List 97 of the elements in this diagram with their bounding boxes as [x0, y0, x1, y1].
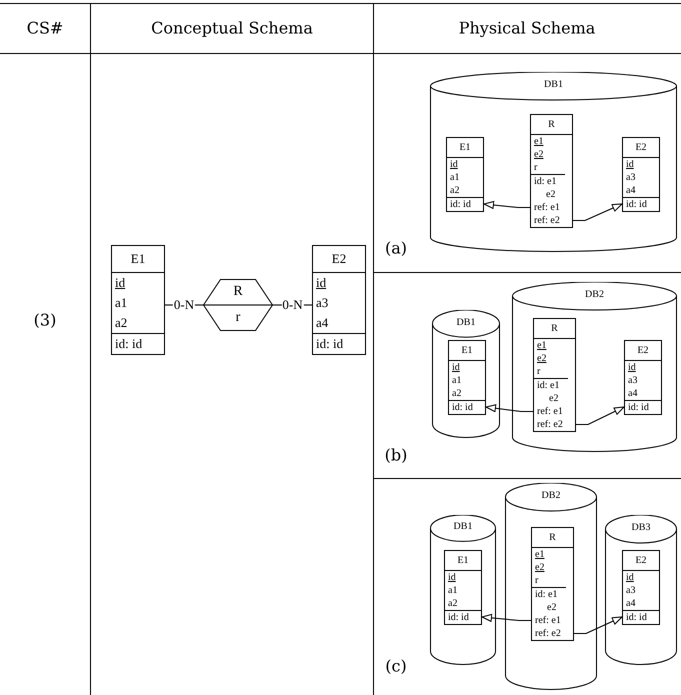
entity-box: [622, 550, 660, 625]
attribute-name: a3: [625, 584, 636, 597]
attribute-name: a3: [315, 294, 330, 312]
constraint-text: id: id: [112, 333, 164, 354]
attribute-name: e2: [536, 352, 548, 365]
entity-name: E2: [623, 551, 659, 571]
database-cylinder: [430, 515, 496, 665]
entity-name: E1: [445, 551, 481, 571]
attribute-name: e2: [533, 148, 544, 161]
arrow: [484, 201, 530, 209]
entity-box: [312, 245, 366, 355]
entity-box: [448, 340, 486, 415]
database-name: DB2: [584, 289, 605, 300]
constraint-text: id: id: [313, 333, 365, 354]
column-header: Physical Schema: [458, 18, 596, 38]
attribute-name: r: [534, 574, 540, 587]
variant-label: (b): [384, 446, 408, 464]
attribute-name: id: [451, 361, 461, 374]
relationship-name: R: [232, 283, 244, 301]
attribute-name: id: [625, 158, 635, 171]
database-cylinder: [605, 515, 677, 665]
entity-name: E1: [447, 138, 483, 158]
entity-box: [624, 340, 662, 415]
attribute-name: a1: [451, 374, 462, 387]
attribute-name: a2: [447, 597, 458, 610]
attribute-name: a4: [315, 314, 330, 332]
entity-name: R: [532, 528, 573, 548]
arrow: [572, 204, 622, 221]
attribute-name: a2: [114, 314, 128, 332]
database-name: DB1: [543, 79, 564, 90]
attribute-name: e2: [534, 561, 546, 574]
database-cylinder: [512, 282, 677, 452]
database-name: DB1: [456, 316, 476, 328]
attribute-name: id: [449, 158, 459, 171]
column-header: CS#: [26, 18, 64, 38]
constraint-text: id: id: [623, 610, 659, 624]
attribute-name: a4: [625, 597, 636, 610]
entity-box: [111, 245, 165, 355]
constraint-text: ref: e2: [534, 627, 562, 640]
attribute-name: e1: [536, 339, 548, 352]
entity-name: R: [531, 115, 572, 135]
attribute-name: e1: [533, 135, 544, 148]
constraint-text: ref: e2: [536, 418, 564, 431]
attribute-name: a1: [449, 171, 460, 184]
constraint-text: ref: e2: [533, 214, 561, 227]
attribute-name: a4: [625, 184, 636, 197]
database-name: DB1: [452, 521, 474, 532]
entity-box: [531, 527, 574, 641]
entity-name: R: [534, 319, 575, 339]
attribute-name: id: [315, 274, 328, 292]
entity-box: [446, 137, 484, 212]
attribute-name: r: [536, 365, 542, 378]
attribute-name: a1: [114, 294, 128, 312]
arrow: [576, 406, 624, 425]
entity-box: [530, 114, 573, 228]
column-header: Conceptual Schema: [151, 18, 313, 38]
constraint-text: id: id: [625, 400, 661, 414]
constraint-text: id: id: [623, 197, 659, 211]
entity-name: E2: [625, 341, 661, 361]
constraint-text: ref: e1: [534, 614, 562, 627]
attribute-name: a3: [625, 171, 636, 184]
constraint-text: id: id: [449, 400, 485, 414]
attribute-name: a2: [451, 387, 462, 400]
row-number: (3): [34, 310, 56, 330]
constraint-text: ref: e1: [533, 201, 561, 214]
attribute-name: a3: [627, 374, 638, 387]
variant-label: (a): [384, 238, 408, 258]
attribute-name: a4: [627, 387, 638, 400]
entity-name: E1: [112, 246, 164, 273]
database-name: DB2: [540, 490, 562, 501]
arrow: [574, 616, 622, 634]
entity-box: [533, 318, 576, 432]
entity-name: E1: [449, 341, 485, 361]
attribute-name: a2: [449, 184, 460, 197]
entity-box: [444, 550, 482, 625]
relationship-hexagon: [203, 279, 273, 331]
variant-label: (c): [385, 656, 407, 676]
entity-name: E2: [313, 246, 365, 273]
attribute-name: id: [114, 274, 126, 292]
constraint-text: id: id: [445, 610, 481, 624]
attribute-name: r: [533, 161, 538, 174]
database-name: DB3: [630, 522, 652, 533]
database-cylinder: [430, 72, 677, 252]
arrow: [486, 404, 534, 412]
attribute-name: r: [234, 309, 242, 327]
database-cylinder: [505, 483, 597, 690]
database-cylinder: [432, 310, 500, 438]
entity-name: E2: [623, 138, 659, 158]
constraint-text: id: id: [447, 197, 483, 211]
arrow: [482, 614, 532, 622]
attribute-name: id: [447, 571, 457, 584]
attribute-name: id: [627, 361, 637, 374]
entity-box: [622, 137, 660, 212]
attribute-name: e1: [534, 548, 546, 561]
constraint-text: ref: e1: [536, 405, 564, 418]
attribute-name: a1: [447, 584, 458, 597]
attribute-name: id: [625, 571, 635, 584]
